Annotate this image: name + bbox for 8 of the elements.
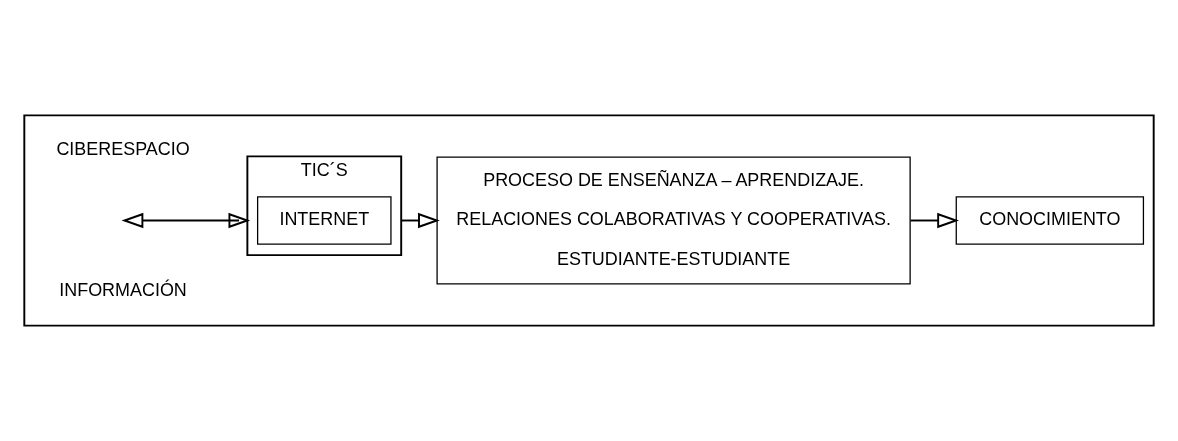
node-box: INTERNET	[257, 196, 392, 245]
node-box: PROCESO DE ENSEÑANZA – APRENDIZAJE. RELACIONES COLABORATIVAS Y COOPERATIVAS. ESTUDIANTE-ESTUDIANTE	[436, 156, 911, 285]
cluster	[23, 114, 1155, 327]
node-box: CONOCIMIENTO	[955, 196, 1145, 245]
label: CIBERESPACIO	[56, 138, 190, 159]
arrow	[909, 212, 959, 229]
label: INFORMACIÓN	[59, 279, 187, 300]
arrow	[121, 212, 251, 229]
